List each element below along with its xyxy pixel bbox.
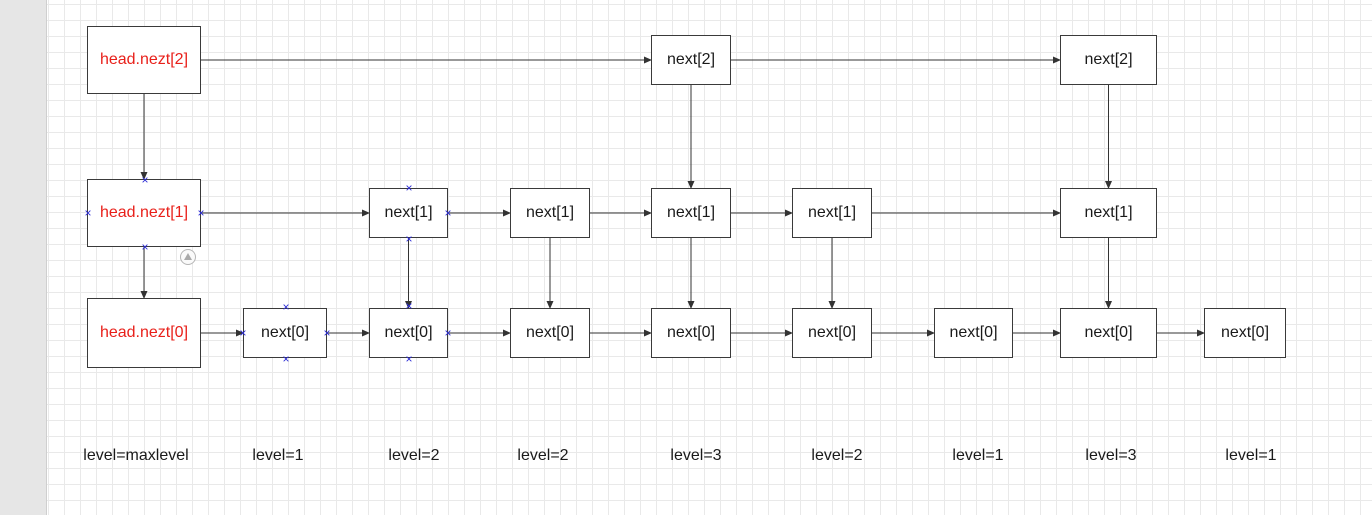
node-next-1[interactable]: next[1] <box>1060 188 1157 238</box>
node-next-1[interactable]: next[1] <box>651 188 731 238</box>
node-next-1[interactable]: next[1] <box>510 188 590 238</box>
collapse-toggle-icon[interactable] <box>180 249 196 265</box>
level-label: level=2 <box>811 447 863 464</box>
node-next-2[interactable]: next[2] <box>1060 35 1157 85</box>
node-next-1[interactable]: next[1] <box>369 188 448 238</box>
node-head-next-0[interactable]: head.nezt[0] <box>87 298 201 368</box>
node-next-0[interactable]: next[0] <box>369 308 448 358</box>
node-head-next-1[interactable]: head.nezt[1] <box>87 179 201 247</box>
level-label: level=1 <box>952 447 1004 464</box>
diagram-canvas <box>47 0 1372 515</box>
node-next-0[interactable]: next[0] <box>934 308 1013 358</box>
level-label: level=3 <box>1085 447 1137 464</box>
level-label: level=1 <box>1225 447 1277 464</box>
node-next-0[interactable]: next[0] <box>1204 308 1286 358</box>
node-next-0[interactable]: next[0] <box>792 308 872 358</box>
node-next-0[interactable]: next[0] <box>651 308 731 358</box>
level-label: level=3 <box>670 447 722 464</box>
level-label: level=2 <box>517 447 569 464</box>
side-panel-strip <box>0 0 47 515</box>
level-label: level=1 <box>252 447 304 464</box>
node-next-0[interactable]: next[0] <box>243 308 327 358</box>
node-next-2[interactable]: next[2] <box>651 35 731 85</box>
node-next-0[interactable]: next[0] <box>510 308 590 358</box>
node-head-next-2[interactable]: head.nezt[2] <box>87 26 201 94</box>
node-next-0[interactable]: next[0] <box>1060 308 1157 358</box>
level-label: level=maxlevel <box>83 447 189 464</box>
node-next-1[interactable]: next[1] <box>792 188 872 238</box>
level-label: level=2 <box>388 447 440 464</box>
